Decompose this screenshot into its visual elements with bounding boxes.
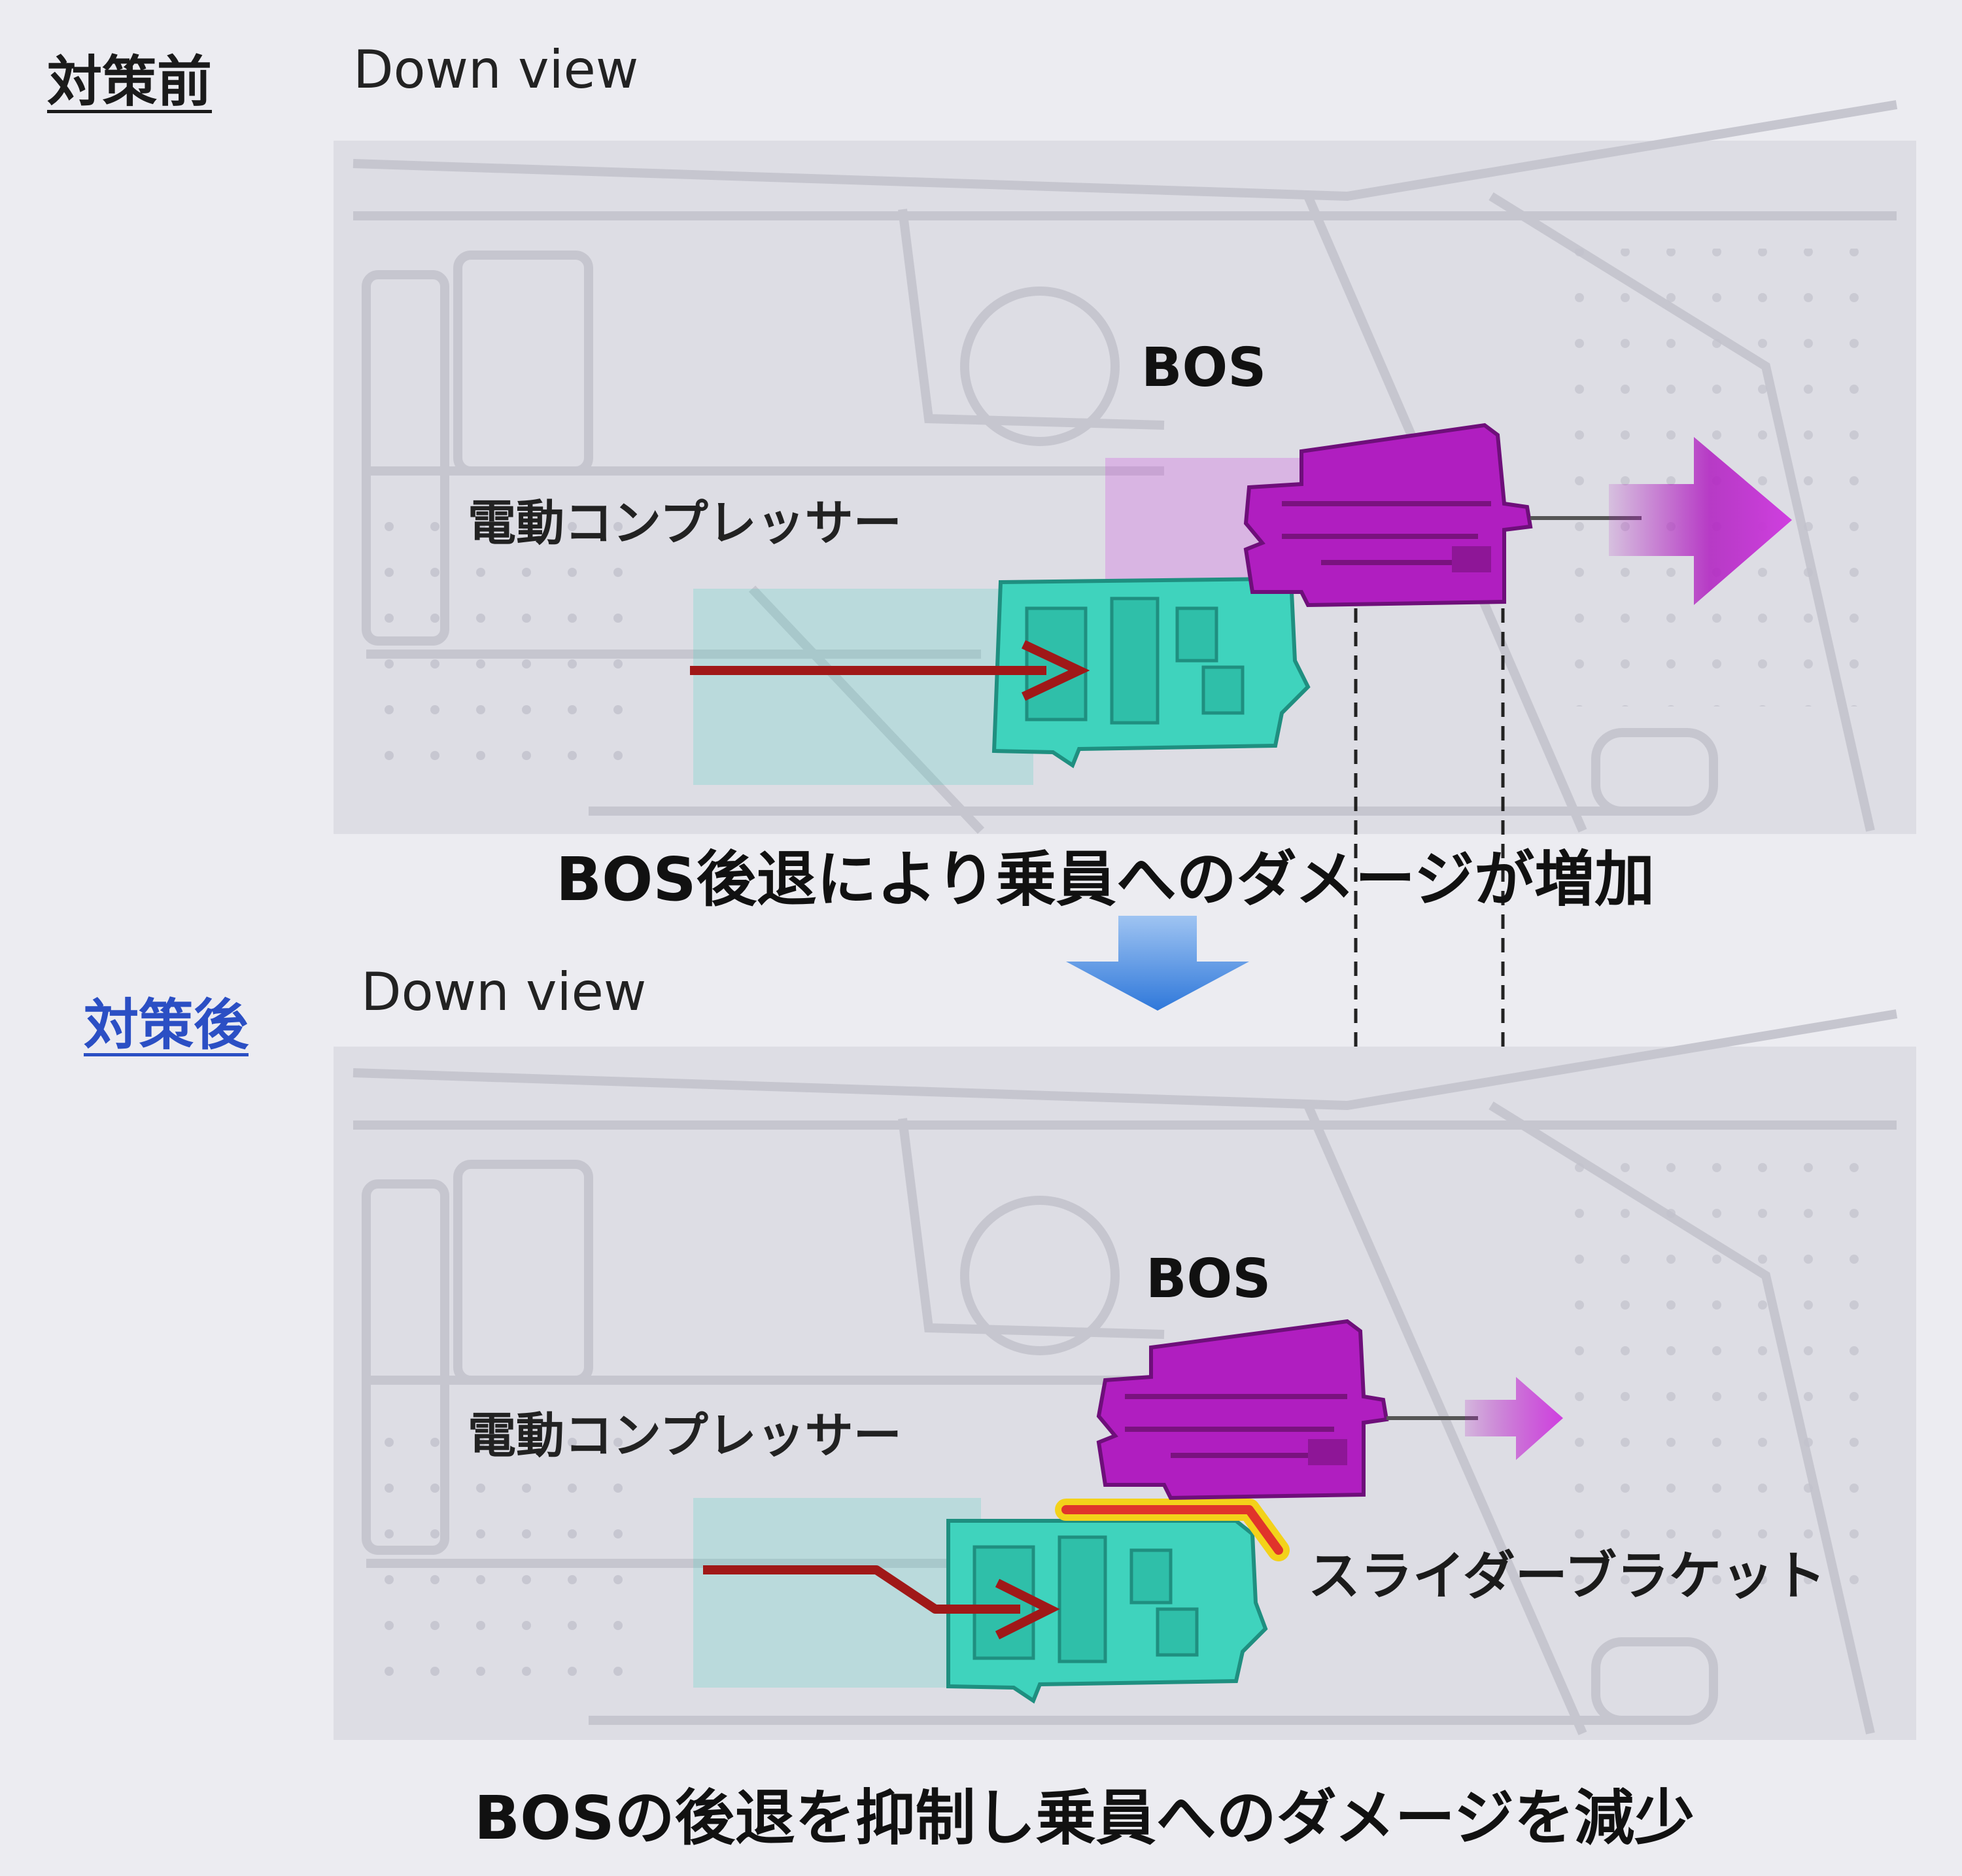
after-bos-label: BOS bbox=[1146, 1248, 1271, 1310]
after-chassis-holes-right bbox=[1570, 1158, 1870, 1616]
before-bos-label: BOS bbox=[1141, 337, 1267, 399]
after-view-label: Down view bbox=[361, 962, 647, 1022]
after-compressor-label: 電動コンプレッサー bbox=[468, 1408, 902, 1464]
after-impact-arrow bbox=[703, 1565, 1060, 1640]
after-bos-part bbox=[1096, 1319, 1389, 1501]
after-bos-motion-arrow bbox=[1465, 1377, 1563, 1460]
after-heading: 対策後 bbox=[84, 993, 249, 1057]
before-bos-motion-arrow bbox=[1609, 437, 1792, 605]
before-chassis-holes bbox=[366, 497, 641, 772]
transition-down-arrow bbox=[1066, 916, 1249, 1011]
before-bos-part bbox=[1243, 423, 1533, 608]
after-chassis-holes bbox=[366, 1406, 641, 1681]
after-compressor-ghost bbox=[693, 1498, 981, 1688]
before-compressor-label: 電動コンプレッサー bbox=[468, 495, 902, 551]
before-impact-arrow bbox=[690, 640, 1090, 701]
after-panel bbox=[334, 1009, 1916, 1740]
slider-bracket bbox=[1061, 1505, 1283, 1555]
after-caption: BOSの後退を抑制し乗員へのダメージを減少 bbox=[474, 1783, 1695, 1853]
before-compressor-ghost bbox=[693, 589, 1033, 785]
before-view-label: Down view bbox=[353, 39, 639, 100]
before-caption: BOS後退により乗員へのダメージが増加 bbox=[556, 844, 1655, 914]
before-heading: 対策前 bbox=[47, 50, 213, 114]
slider-bracket-label: スライダーブラケット bbox=[1308, 1546, 1826, 1607]
before-panel bbox=[334, 100, 1916, 834]
